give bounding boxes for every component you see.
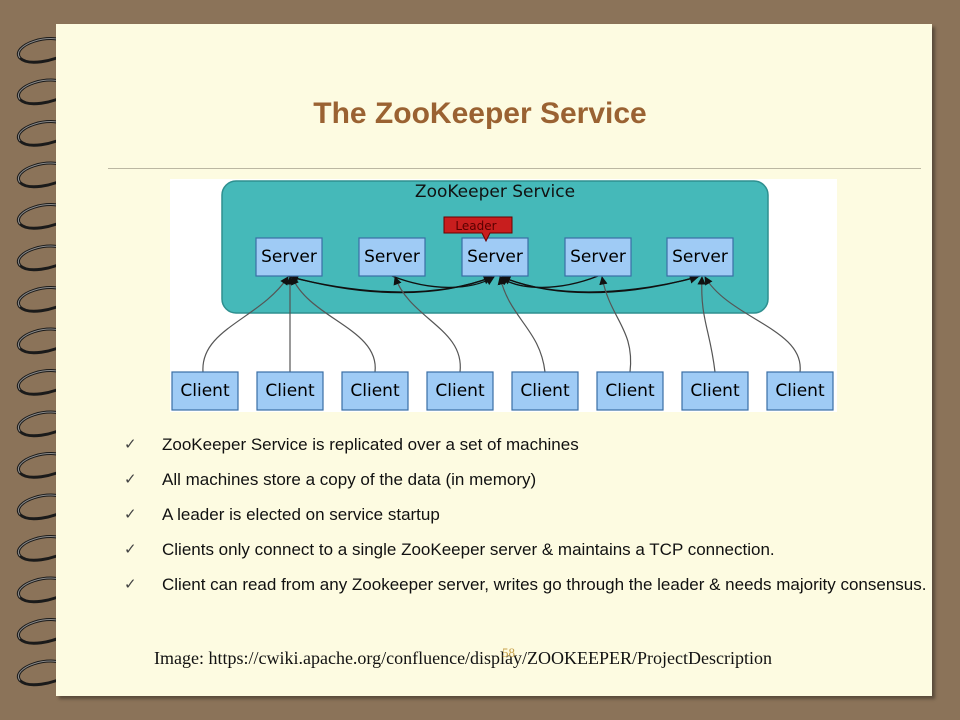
checkmark-icon: ✓ [124,435,137,453]
server-node: Server [666,237,734,277]
client-node: Client [511,371,579,411]
client-label: Client [520,381,570,401]
client-label: Client [350,381,400,401]
server-label: Server [364,247,420,267]
leader-label: Leader [455,219,496,233]
client-node: Client [766,371,834,411]
client-label: Client [265,381,315,401]
bullet-text: Clients only connect to a single ZooKeep… [162,540,775,559]
slide-title: The ZooKeeper Service [313,97,647,130]
service-label: ZooKeeper Service [415,182,575,202]
title-divider [108,168,921,169]
client-node: Client [596,371,664,411]
checkmark-icon: ✓ [124,470,137,488]
checkmark-icon: ✓ [124,575,137,593]
client-label: Client [775,381,825,401]
bullet-text: A leader is elected on service startup [162,505,440,524]
client-label: Client [690,381,740,401]
bullet-item: ✓ Client can read from any Zookeeper serv… [124,573,944,596]
server-node-leader: Server [461,237,529,277]
bullet-text: ZooKeeper Service is replicated over a s… [162,435,579,454]
checkmark-icon: ✓ [124,540,137,558]
page-number: 58 [502,645,515,660]
bullet-item: ✓ ZooKeeper Service is replicated over a … [124,433,944,456]
client-label: Client [435,381,485,401]
client-node: Client [171,371,239,411]
bullet-item: ✓ All machines store a copy of the data (… [124,468,944,491]
server-node: Server [564,237,632,277]
server-node: Server [358,237,426,277]
server-label: Server [467,247,523,267]
client-label: Client [180,381,230,401]
checkmark-icon: ✓ [124,505,137,523]
client-node: Client [681,371,749,411]
leader-tag: Leader [443,216,513,243]
client-label: Client [605,381,655,401]
zookeeper-diagram: ZooKeeper Service Server Server Server Serv… [170,179,837,412]
client-node: Client [426,371,494,411]
server-label: Server [672,247,728,267]
server-label: Server [570,247,626,267]
client-node: Client [341,371,409,411]
bullet-item: ✓ A leader is elected on service startup [124,503,944,526]
server-node: Server [255,237,323,277]
image-caption: Image: https://cwiki.apache.org/confluen… [154,648,773,668]
bullet-item: ✓ Clients only connect to a single ZooKee… [124,538,944,561]
bullet-list: ✓ ZooKeeper Service is replicated over a … [124,433,944,608]
server-label: Server [261,247,317,267]
bullet-text: Client can read from any Zookeeper serve… [162,575,927,594]
bullet-text: All machines store a copy of the data (i… [162,470,537,489]
client-node: Client [256,371,324,411]
